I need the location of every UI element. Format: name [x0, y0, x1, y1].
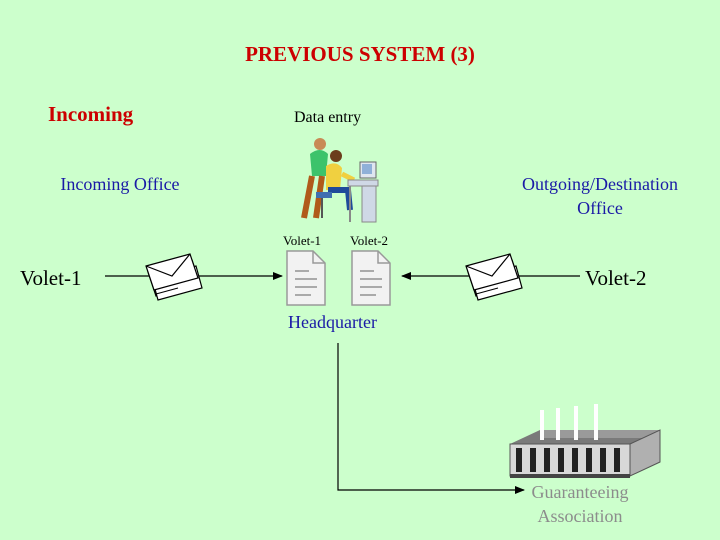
headquarter-label: Headquarter — [288, 312, 377, 332]
doc-label-volet-1: Volet-1 — [283, 233, 322, 248]
envelope-stack-icon — [145, 253, 203, 301]
page-title: PREVIOUS SYSTEM (3) — [245, 42, 475, 66]
document-icon — [286, 250, 326, 306]
incoming-label: Incoming — [48, 102, 134, 126]
building-icon — [509, 404, 661, 478]
hq-to-guarantee-connector — [337, 343, 525, 494]
envelope-stack-icon — [465, 253, 523, 301]
document-icon — [351, 250, 391, 306]
incoming-office-label: Incoming Office — [60, 174, 180, 194]
flow-label-volet-2: Volet-2 — [585, 266, 647, 290]
computer-workers-icon — [301, 138, 379, 223]
outgoing-office-label: Outgoing/Destination Office — [522, 174, 678, 218]
flow-label-volet-1: Volet-1 — [20, 266, 82, 290]
doc-label-volet-2: Volet-2 — [350, 233, 389, 248]
data-entry-label: Data entry — [294, 109, 362, 126]
guaranteeing-association-label: Guaranteeing Association — [531, 482, 629, 526]
